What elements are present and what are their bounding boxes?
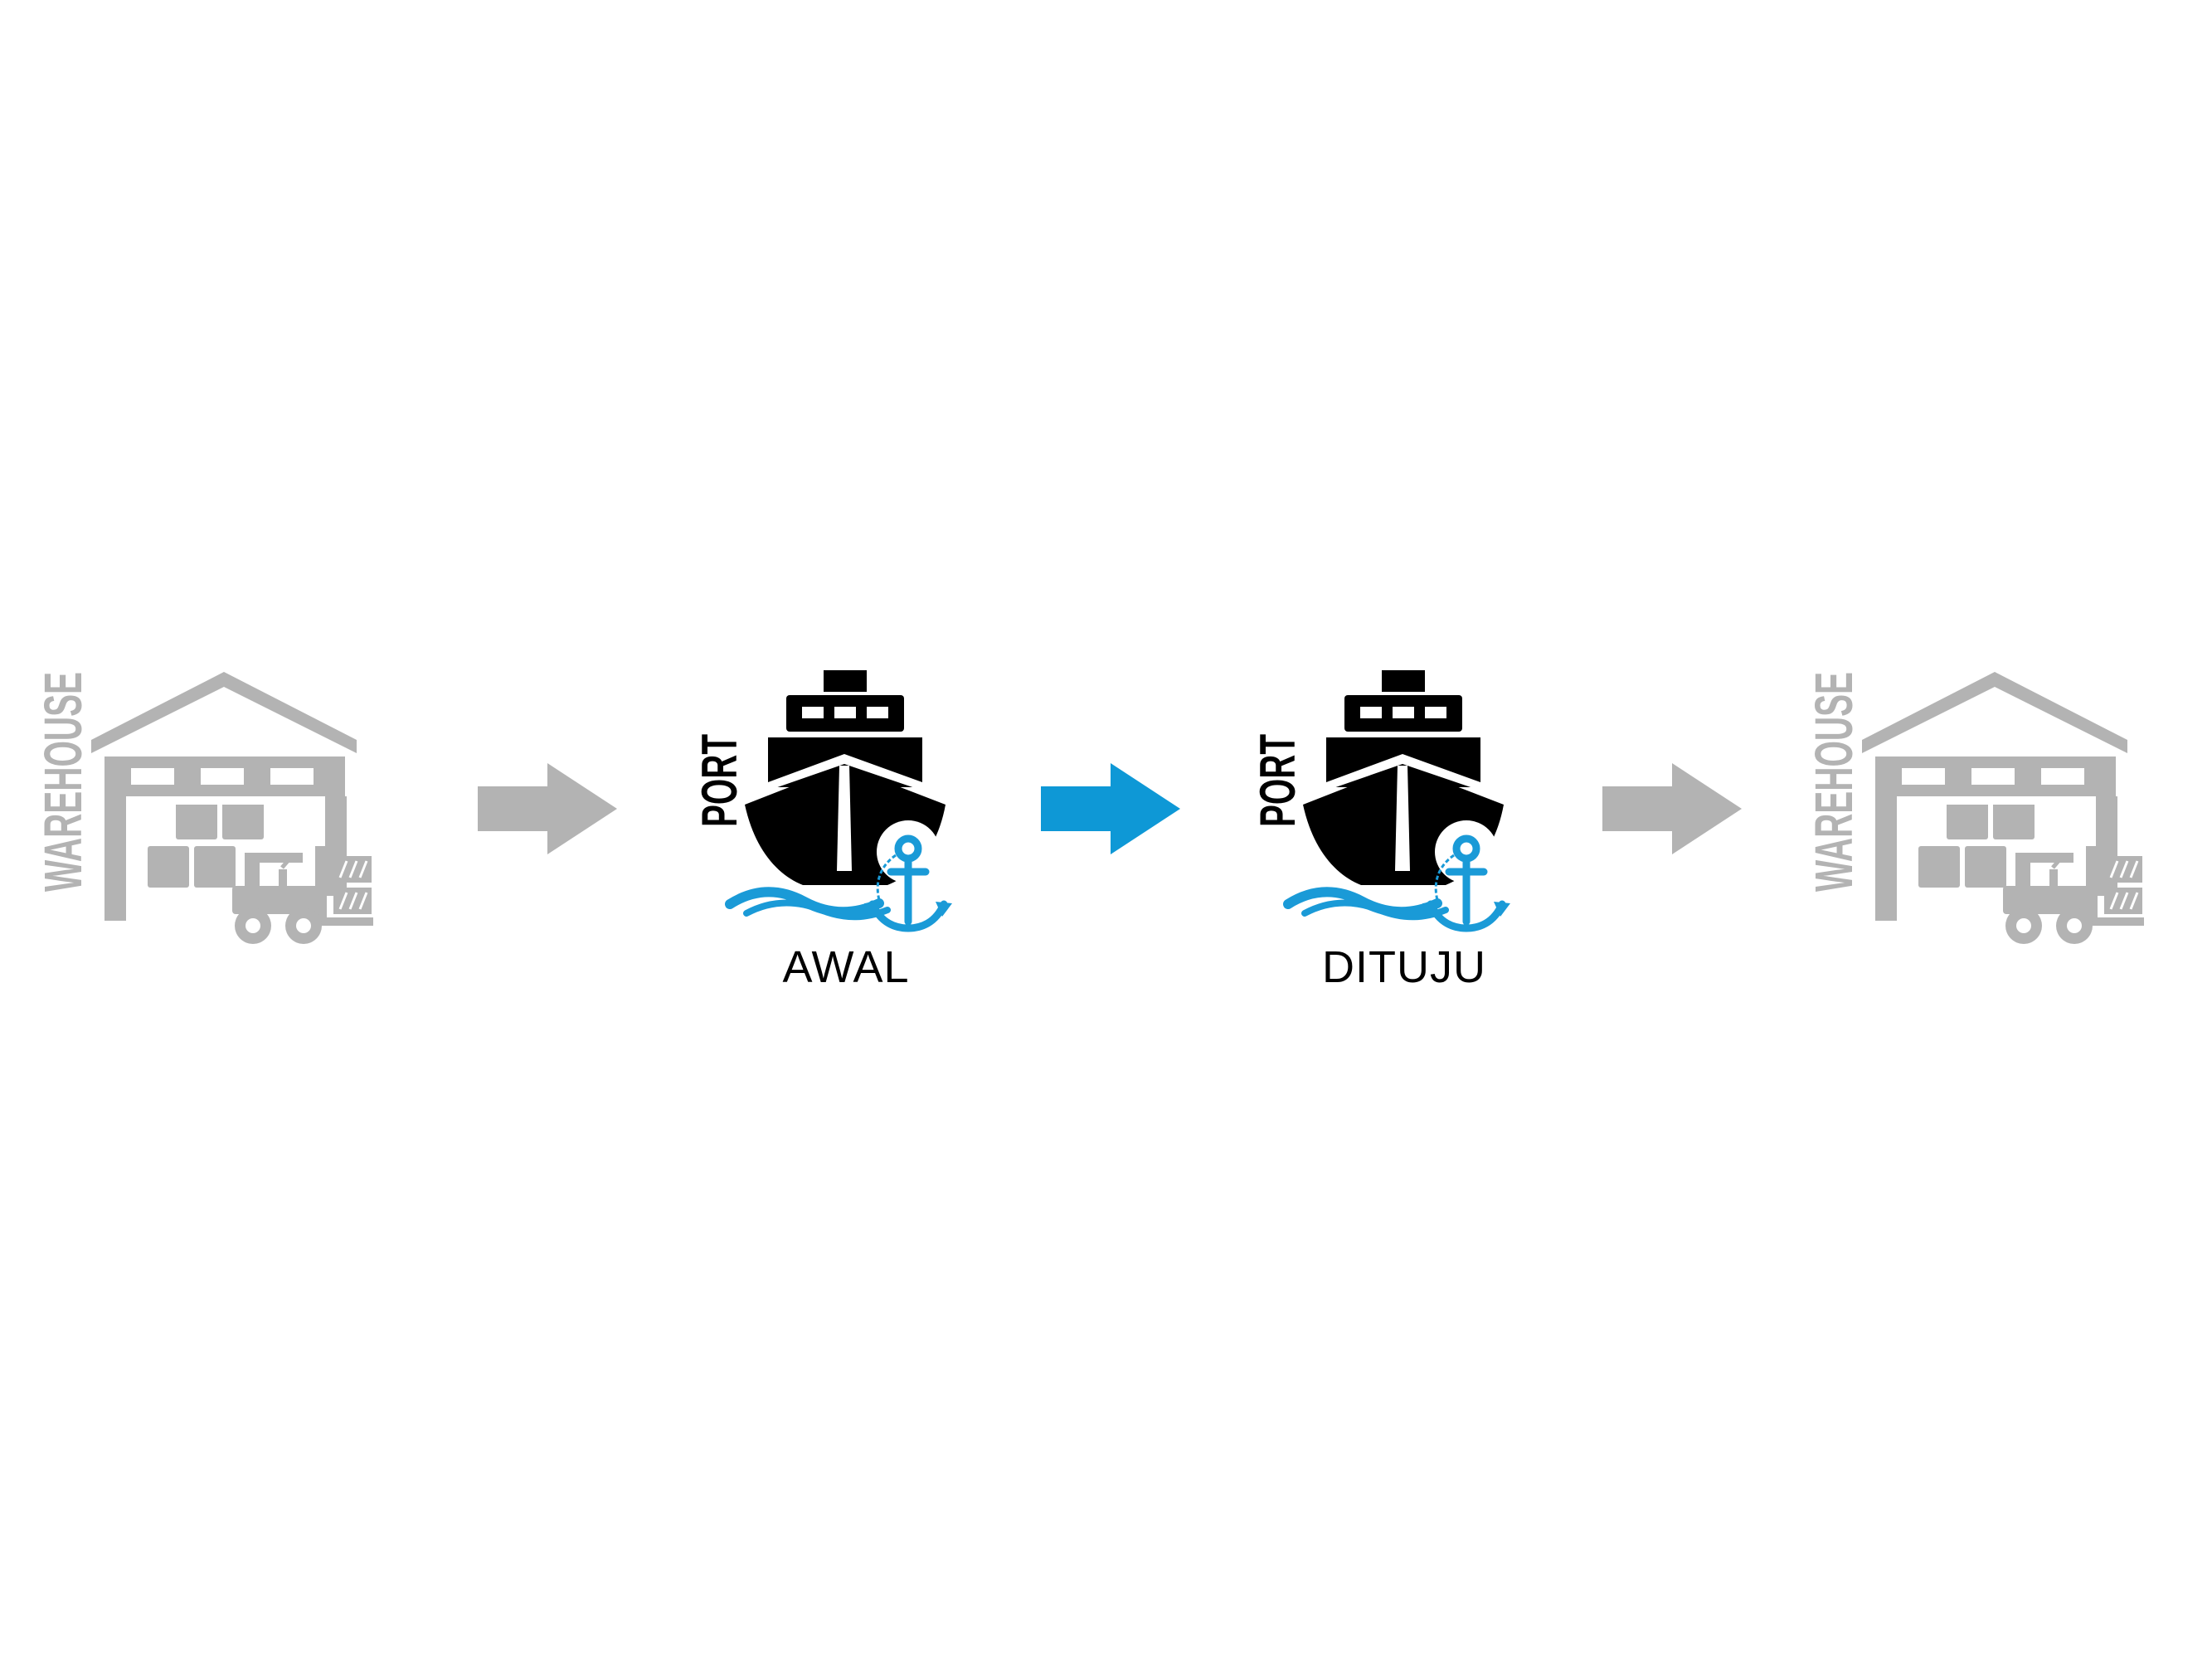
origin-port-label: AWAL — [782, 942, 910, 992]
ship-anchor-icon: PORT — [1250, 670, 1510, 932]
warehouse-forklift-icon: WAREHOUSE — [33, 672, 373, 944]
origin-warehouse: WAREHOUSE — [33, 664, 406, 950]
port-vertical-text: PORT — [692, 734, 747, 827]
destination-port: PORT DITUJU — [1247, 668, 1529, 992]
arrow-right-icon — [478, 763, 617, 854]
warehouse-vertical-text: WAREHOUSE — [33, 672, 93, 892]
origin-port: PORT — [688, 668, 970, 992]
ship-anchor-icon: PORT — [692, 670, 952, 932]
destination-warehouse: WAREHOUSE — [1804, 664, 2177, 950]
port-vertical-text: PORT — [1250, 734, 1305, 827]
warehouse-vertical-text: WAREHOUSE — [1804, 672, 1864, 892]
destination-port-label: DITUJU — [1322, 942, 1486, 992]
arrow-right-icon — [1602, 763, 1742, 854]
warehouse-forklift-icon: WAREHOUSE — [1804, 672, 2144, 944]
arrow-right-icon — [1041, 763, 1180, 854]
